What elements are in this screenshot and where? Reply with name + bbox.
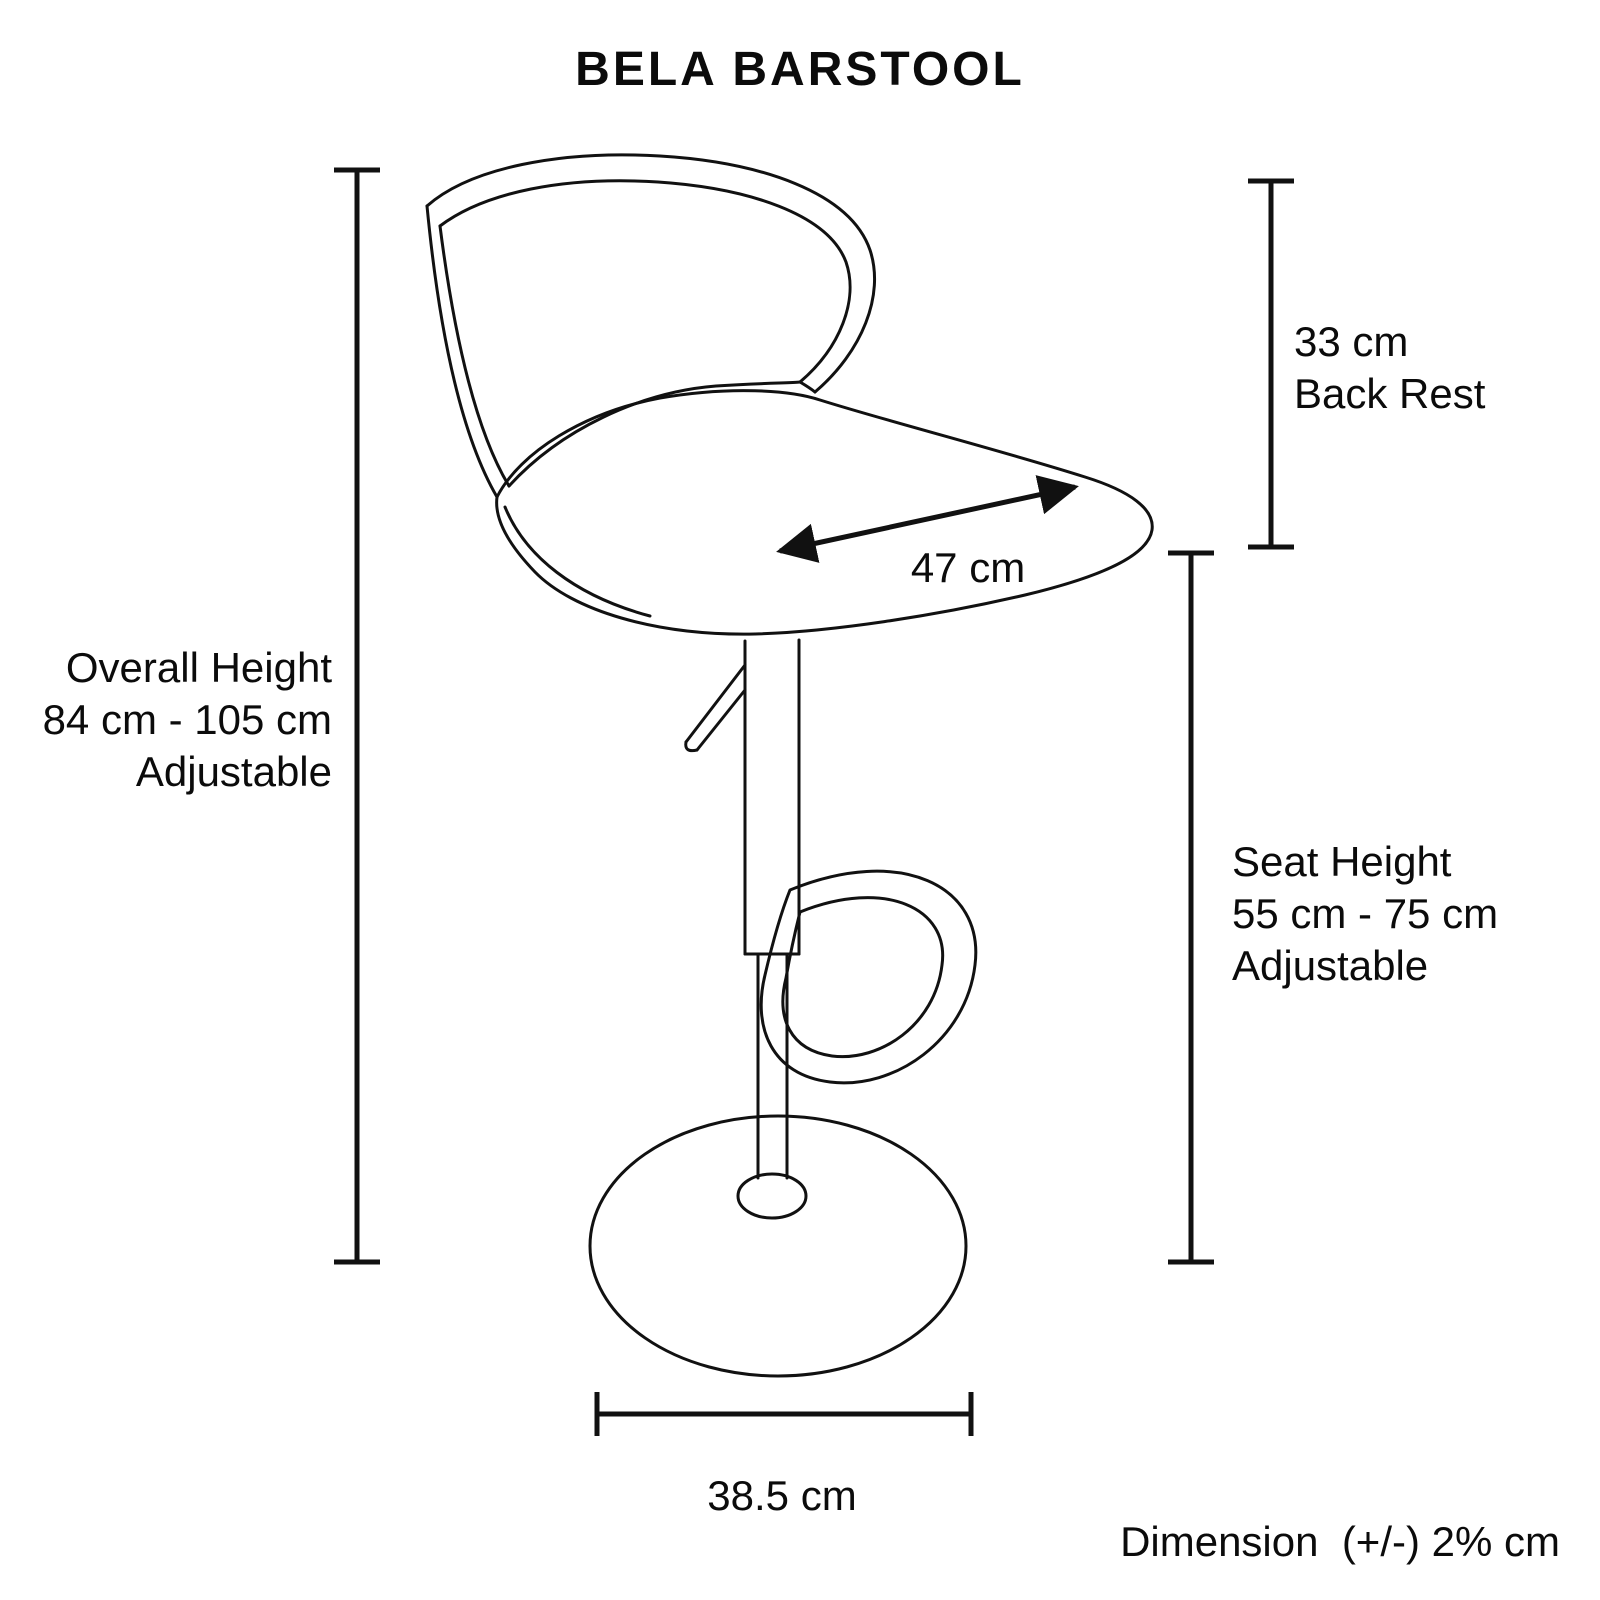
seat-outline (495, 389, 1154, 636)
overall-height-label-line2: 84 cm - 105 cm (42, 696, 332, 743)
seat-height-label-line2: 55 cm - 75 cm (1232, 890, 1499, 937)
backrest-outer-edge (425, 153, 877, 394)
seat-height-label-line3: Adjustable (1232, 942, 1429, 989)
backrest-right-tip (798, 380, 817, 394)
backrest-left-inner-edge (438, 224, 511, 488)
seat-top-path (495, 389, 1154, 636)
overall-height-label-line3: Adjustable (135, 748, 332, 795)
dimension-lines (334, 167, 1294, 1436)
base-width-dimension-line (594, 1392, 974, 1436)
footrest-inner-loop (781, 896, 945, 1059)
base (588, 1114, 968, 1378)
base-plate (588, 1114, 968, 1378)
seat-cushion-thickness-line (503, 505, 652, 618)
seat-height-label: Seat Height 55 cm - 75 cm Adjustable (1232, 836, 1572, 992)
back-rest-label-line1: 33 cm (1294, 318, 1409, 365)
tolerance-note: Dimension (+/-) 2% cm (1120, 1518, 1560, 1565)
back-rest-label: 33 cm Back Rest (1294, 316, 1594, 420)
overall-height-label: Overall Height 84 cm - 105 cm Adjustable (36, 642, 332, 798)
backrest-left-outer-edge (425, 204, 499, 499)
footrest-outer-loop (759, 869, 978, 1085)
lever-top-line (684, 663, 747, 744)
overall-height-dimension-line (334, 167, 380, 1265)
barstool-drawing (425, 153, 1154, 1378)
overall-height-label-line1: Overall Height (65, 644, 332, 691)
back-rest-label-line2: Back Rest (1294, 370, 1486, 417)
column (743, 638, 801, 1180)
lever-bottom-line (695, 688, 747, 752)
seat-height-label-line1: Seat Height (1232, 838, 1452, 885)
diagram-title: BELA BARSTOOL (575, 43, 1025, 96)
backrest-outline (425, 153, 877, 499)
seat-depth-arrow (776, 475, 1079, 563)
backrest-inner-edge (438, 179, 852, 384)
back-rest-dimension-line (1248, 178, 1294, 550)
height-lever (684, 663, 747, 753)
backrest-seat-junction-curve (507, 380, 802, 488)
seat-height-dimension-line (1168, 550, 1214, 1265)
base-width-label: 38.5 cm (707, 1472, 857, 1519)
footrest (759, 869, 978, 1085)
base-hub (736, 1172, 808, 1220)
seat-depth-label: 47 cm (910, 544, 1026, 591)
lever-tip (684, 740, 699, 753)
